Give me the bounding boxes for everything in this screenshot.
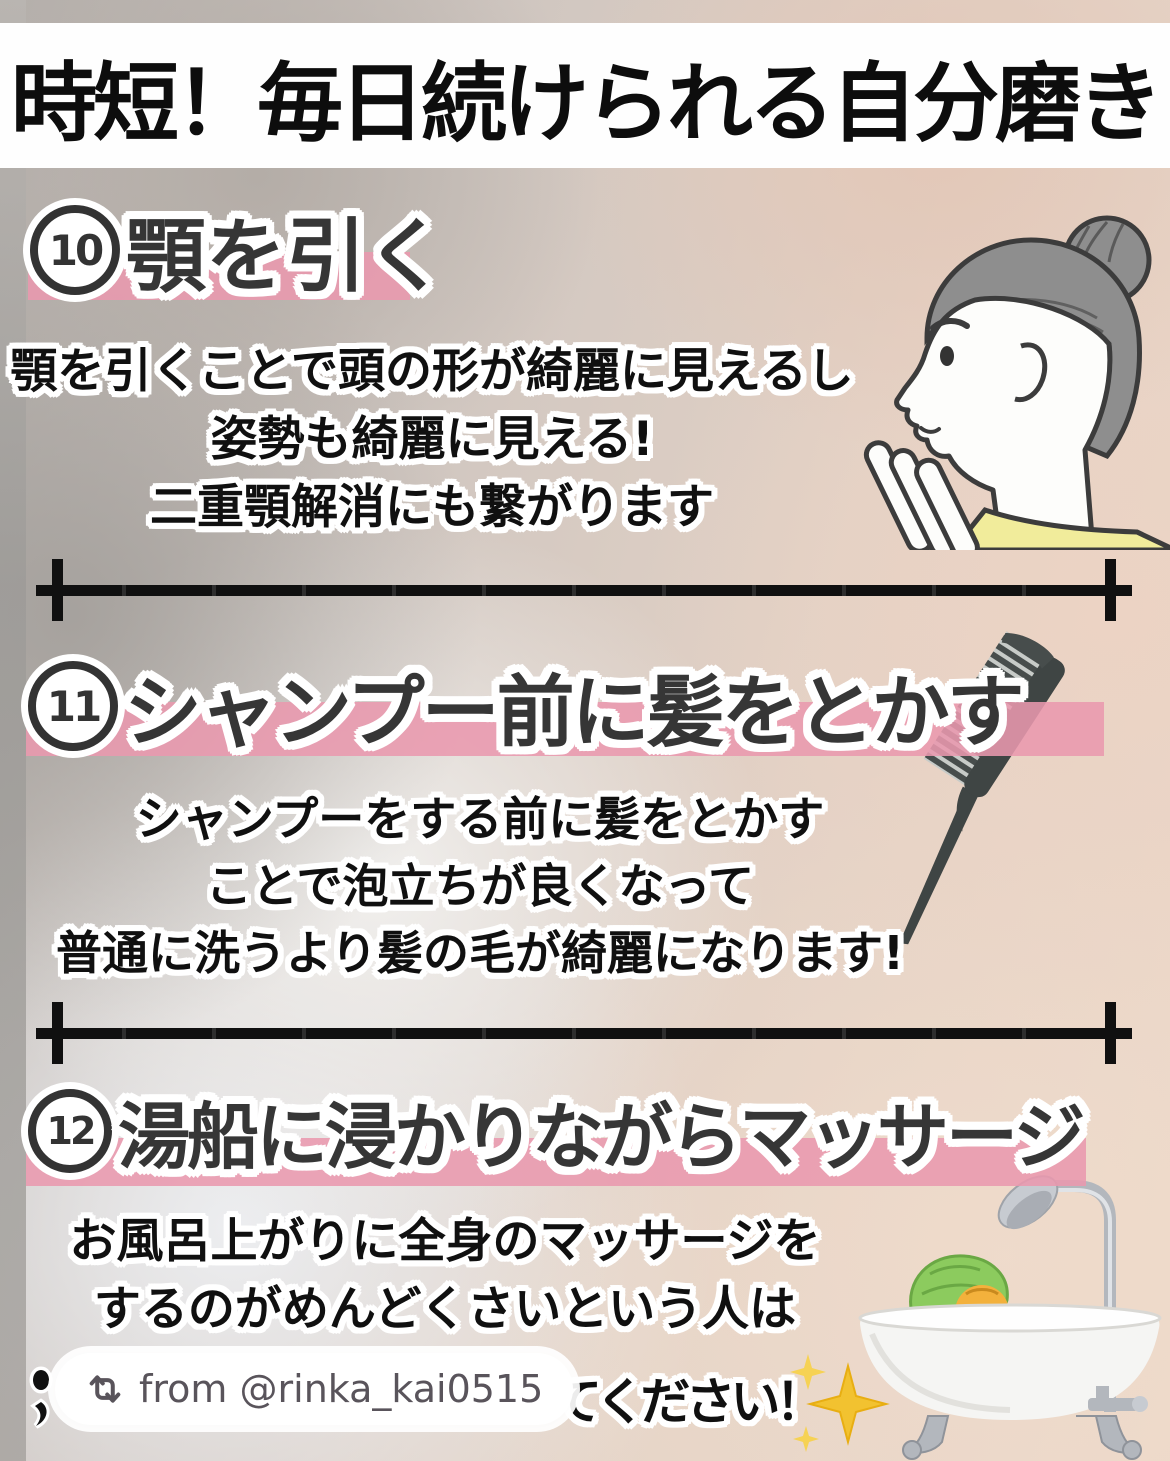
- section-12-heading: 12 湯船に浸かりながらマッサージ: [26, 1078, 1086, 1186]
- hidden-text-fragment: [29, 1366, 53, 1429]
- heading-highlight: [26, 1138, 1086, 1186]
- bathtub-illustration: [858, 1175, 1162, 1460]
- face-profile-illustration: [863, 215, 1170, 550]
- body-line: 二重顎解消にも繋がります: [150, 480, 714, 535]
- body-line: お風呂上がりに全身のマッサージを: [69, 1214, 821, 1269]
- heading-circle-number: 11: [28, 661, 118, 751]
- page-title: 時短！毎日続けられる自分磨き: [11, 54, 1163, 154]
- heading-title: シャンプー前に髪をとかす: [124, 668, 1025, 758]
- suffix-text: てください！: [552, 1373, 825, 1431]
- repost-attribution-pill: from @rinka_kai0515: [55, 1353, 574, 1425]
- heading-circle-number: 10: [30, 205, 120, 295]
- sparkle-icon: [790, 1354, 890, 1452]
- divider: [28, 559, 1140, 621]
- section-10-body: 顎を引くことで頭の形が綺麗に見えるし 姿勢も綺麗に見える! 二重顎解消にも繋がり…: [0, 338, 864, 542]
- heading-circle-number: 12: [28, 1088, 112, 1173]
- heading-title: 顎を引く: [126, 210, 446, 303]
- body-line: 普通に洗うより髪の毛が綺麗になります!: [55, 926, 905, 980]
- body-line: ことで泡立ちが良くなって: [205, 859, 755, 913]
- section-10-heading: 10 顎を引く: [28, 192, 446, 308]
- left-edge-strip: [0, 0, 26, 1461]
- repost-icon: [89, 1375, 121, 1403]
- body-line: シャンプーをする前に髪をとかす: [135, 792, 825, 846]
- body-line: 顎を引くことで頭の形が綺麗に見えるし: [10, 344, 854, 399]
- attribution-text: from @rinka_kai0515: [139, 1367, 544, 1411]
- divider: [28, 1002, 1140, 1064]
- heading-highlight: [26, 702, 1104, 756]
- heading-title: 湯船に浸かりながらマッサージ: [118, 1095, 1086, 1179]
- body-line: 姿勢も綺麗に見える!: [210, 412, 654, 467]
- section-12-body: お風呂上がりに全身のマッサージを するのがめんどくさいという人は: [45, 1208, 845, 1344]
- body-line: するのがめんどくさいという人は: [93, 1282, 797, 1337]
- section-11-body: シャンプーをする前に髪をとかす ことで泡立ちが良くなって 普通に洗うより髪の毛が…: [30, 786, 930, 987]
- title-banner: 時短！毎日続けられる自分磨き: [0, 23, 1170, 168]
- section-11-heading: 11 シャンプー前に髪をとかす: [26, 650, 1104, 762]
